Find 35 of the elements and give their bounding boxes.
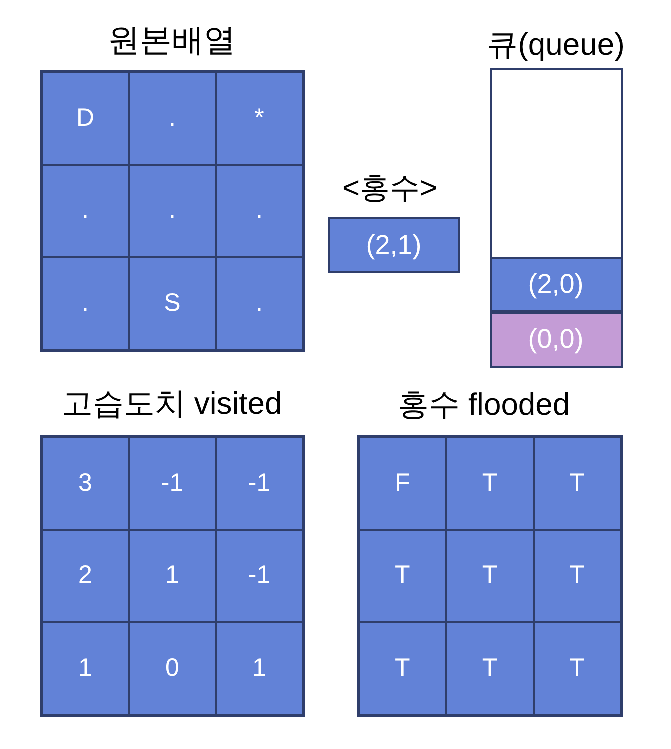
- queue-item: (2,0): [490, 256, 622, 312]
- grid-cell: -1: [129, 437, 216, 530]
- box-title: <홍수>: [342, 172, 438, 206]
- grid-cell: T: [446, 530, 534, 622]
- grid-cell: 1: [216, 622, 303, 715]
- grid-cell: F: [359, 437, 446, 530]
- grid-title: 원본배열: [108, 22, 236, 58]
- grid-title: 고습도치 visited: [62, 386, 282, 422]
- grid-cell: 2: [42, 530, 129, 622]
- queue-item: (0,0): [490, 312, 622, 368]
- grid-cell: .: [129, 164, 216, 258]
- grid-cell: 0: [129, 622, 216, 715]
- grid-cell: -1: [216, 437, 303, 530]
- queue-title: 큐(queue): [487, 27, 625, 63]
- coordinate-box: (2,1): [328, 217, 460, 273]
- grid-cell: .: [129, 72, 216, 165]
- grid-title: 홍수 flooded: [398, 387, 570, 423]
- grid-cell: D: [42, 72, 129, 165]
- grid-cell: -1: [216, 530, 303, 622]
- grid-cell: *: [216, 72, 303, 165]
- grid-cell: 1: [42, 622, 129, 715]
- grid-cell: T: [359, 622, 446, 715]
- grid-cell: T: [534, 437, 621, 530]
- grid-cell: .: [42, 164, 129, 258]
- grid-cell: .: [42, 257, 129, 350]
- grid-cell: .: [216, 257, 303, 350]
- grid-cell: T: [359, 530, 446, 622]
- grid-cell: T: [534, 622, 621, 715]
- grid-cell: T: [446, 437, 534, 530]
- grid-cell: T: [446, 622, 534, 715]
- grid-cell: T: [534, 530, 621, 622]
- grid-cell: 3: [42, 437, 129, 530]
- grid-cell: .: [216, 164, 303, 258]
- grid-cell: 1: [129, 530, 216, 622]
- grid-cell: S: [129, 257, 216, 350]
